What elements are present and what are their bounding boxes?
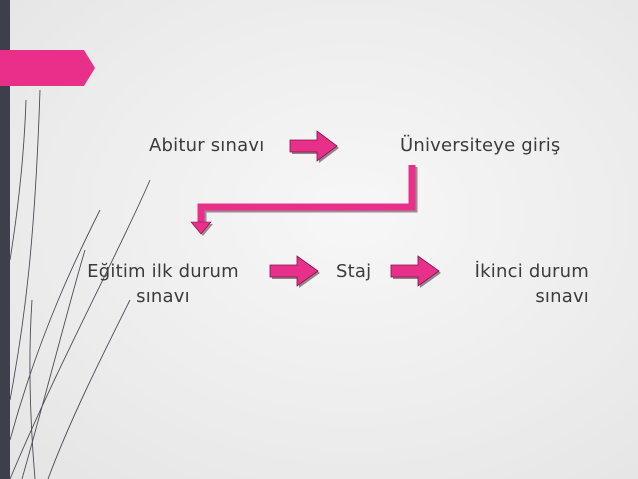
node-egitim-text-line1: Eğitim ilk durum	[87, 261, 239, 282]
node-abitur-text: Abitur sınavı	[149, 135, 265, 156]
deco-curve-1	[9, 179, 151, 479]
deco-curve-5	[29, 299, 36, 479]
accent-tab	[0, 50, 95, 86]
node-ikinci-text-line2: sınavı	[535, 286, 589, 307]
node-ikinci-durum-sinavi: İkinci durum sınavı	[455, 259, 589, 309]
node-universiteye-giris: Üniversiteye giriş	[400, 133, 560, 158]
decorative-curves	[9, 89, 151, 479]
deco-curve-6	[9, 99, 27, 261]
arrow-abitur-to-universite	[289, 130, 339, 163]
node-staj-text: Staj	[336, 261, 372, 282]
arrow-staj-to-ikinci	[390, 255, 441, 288]
node-egitim-ilk-durum-sinavi: Eğitim ilk durum sınavı	[83, 259, 243, 309]
arrow-universite-to-egitim	[190, 165, 418, 236]
deco-curve-7	[47, 299, 131, 479]
left-accent-bar	[0, 0, 10, 479]
node-universite-text: Üniversiteye giriş	[400, 135, 561, 156]
arrow-egitim-to-staj	[269, 255, 320, 288]
deco-curve-3	[21, 249, 86, 479]
node-egitim-text-line2: sınavı	[136, 286, 190, 307]
node-ikinci-text-line1: İkinci durum	[474, 261, 589, 282]
node-staj: Staj	[336, 259, 371, 284]
node-abitur-sinavi: Abitur sınavı	[149, 133, 264, 158]
deco-curve-2	[9, 209, 101, 441]
deco-curve-4	[9, 89, 41, 401]
